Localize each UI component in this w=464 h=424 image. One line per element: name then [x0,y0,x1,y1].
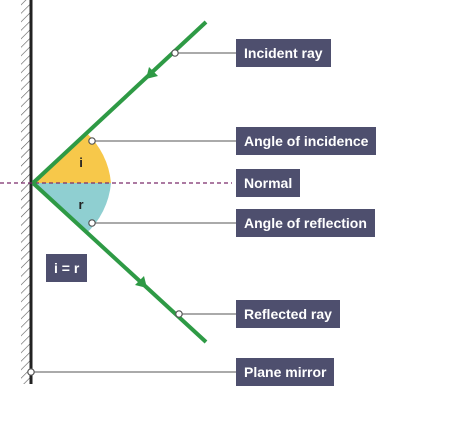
incident-ray-label: Incident ray [236,39,331,67]
reflected-ray-label: Reflected ray [236,300,340,328]
incident-ray [31,20,208,185]
dot-angle-of-incidence [88,137,96,145]
dot-incident-ray [171,49,179,57]
angle-of-reflection-sector [33,183,111,234]
dot-reflected-ray [175,310,183,318]
plane-mirror-label: Plane mirror [236,358,335,386]
angle-letter-r: r [78,197,83,212]
incident-ray-arrow [146,67,158,79]
dot-plane-mirror [27,368,35,376]
dot-angle-of-reflection [88,219,96,227]
reflected-ray-arrow [135,276,147,288]
normal-label: Normal [236,169,301,197]
equation-label: i = r [46,254,88,282]
angle-letter-i: i [79,155,83,170]
angle-of-incidence-sector [33,132,111,183]
angle-of-incidence-label: Angle of incidence [236,127,377,155]
mirror-hatching [21,0,30,384]
angle-of-reflection-label: Angle of reflection [236,209,375,237]
